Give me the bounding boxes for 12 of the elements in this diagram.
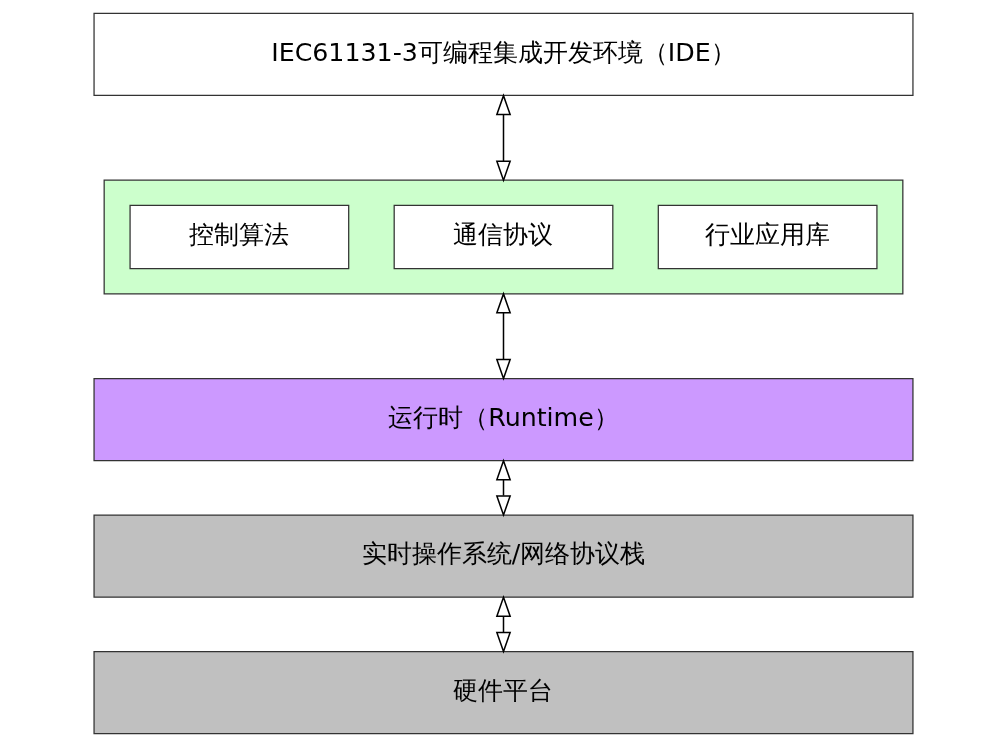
node-box: 实时操作系统/网络协议栈 [92,514,914,598]
node-box: 运行时（Runtime） [92,377,914,462]
node-box: IEC61131-3可编程集成开发环境（IDE） [92,12,914,97]
arrow [495,594,511,654]
node-box: 行业应用库 [657,204,878,270]
arrow [495,458,511,518]
arrow [495,93,511,183]
node-box: 硬件平台 [92,650,914,735]
cluster [103,179,903,295]
arrow [495,291,511,381]
node-box: 通信协议 [393,204,613,270]
node-box: 控制算法 [128,204,349,270]
